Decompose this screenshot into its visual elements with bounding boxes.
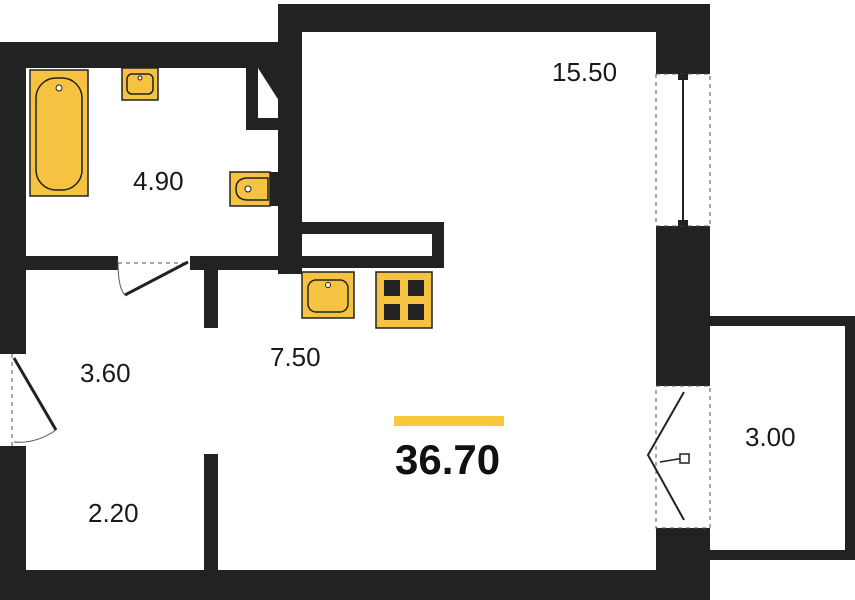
toilet-icon [229, 171, 286, 207]
area-label-main-room: 15.50 [552, 57, 617, 87]
kitchen-sink-icon [301, 271, 355, 319]
area-label-bathroom: 4.90 [133, 166, 184, 196]
wall-bathroom-bottom-a [0, 256, 118, 270]
wall-left-upper [0, 42, 26, 354]
area-label-hallway: 3.60 [80, 358, 131, 388]
bathtub-icon [29, 69, 89, 197]
wall-stub-upper [204, 256, 218, 328]
stove-icon [375, 271, 433, 329]
wall-right-top [656, 4, 710, 74]
sink-icon [121, 67, 159, 101]
wall-balcony-right [845, 316, 855, 560]
door-icon [11, 260, 190, 446]
wall-main-left [278, 4, 302, 274]
kitchen-shelf [302, 222, 444, 268]
area-label-storage: 2.20 [88, 498, 139, 528]
wall-balcony-bottom [710, 550, 855, 560]
wall-right-middle [656, 226, 710, 386]
window-icon [655, 73, 711, 227]
wall-stub-lower [204, 454, 218, 574]
wall-right-bottom [656, 528, 710, 600]
balcony-door-icon [646, 385, 711, 529]
total-area-accent-bar [394, 416, 504, 426]
wall-top-main [278, 4, 710, 32]
wall-balcony-top [710, 316, 855, 326]
wall-top-left [0, 42, 300, 68]
area-label-balcony: 3.00 [745, 422, 796, 452]
wall-bottom [0, 570, 710, 600]
total-area: 36.70 [395, 436, 500, 483]
area-label-kitchen: 7.50 [270, 342, 321, 372]
vent-shaft [246, 68, 290, 130]
walls [0, 4, 855, 600]
